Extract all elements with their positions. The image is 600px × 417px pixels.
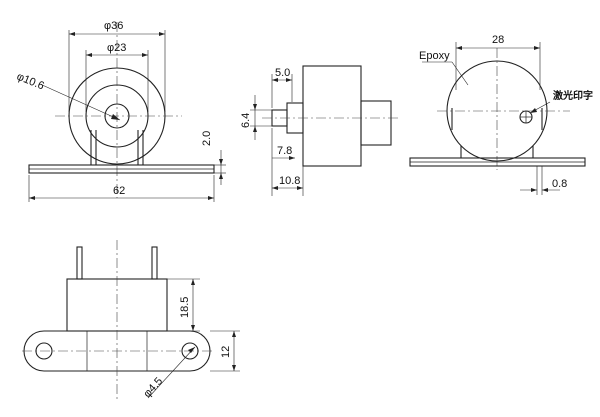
dim-body-offset: 7.8 — [277, 145, 292, 157]
dim-flange-width: 62 — [113, 185, 125, 197]
dim-flange-gap: 0.8 — [552, 178, 567, 190]
dim-flange-thickness: 2.0 — [201, 131, 213, 146]
dim-body-depth: 10.8 — [279, 175, 300, 187]
dim-mount-hole: φ4.5 — [141, 375, 165, 400]
bottom-flange — [23, 330, 211, 372]
dim-terminal-length: 5.0 — [275, 67, 290, 79]
side-body — [302, 65, 362, 167]
front-view: φ36 φ23 φ10.6 2.0 62 — [15, 20, 226, 202]
dim-outer-diameter: φ36 — [104, 20, 123, 32]
side-bump — [360, 100, 392, 146]
bottom-terminal-right — [151, 246, 158, 280]
rear-view: 28 Epoxy 激光印字 0.8 — [409, 34, 593, 195]
bottom-view: 18.5 12 φ4.5 — [22, 240, 240, 400]
dim-hole-diameter: φ10.6 — [15, 71, 46, 93]
label-laser-mark: 激光印字 — [553, 89, 593, 102]
dim-terminal-height: 6.4 — [240, 113, 252, 128]
dim-body-diameter: 28 — [492, 34, 504, 46]
bottom-terminal-left — [76, 246, 83, 280]
dim-flange-height: 12 — [220, 346, 232, 358]
dim-inner-diameter: φ23 — [107, 42, 126, 54]
side-view: 5.0 6.4 7.8 10.8 — [240, 65, 400, 196]
bottom-body — [66, 278, 168, 332]
dim-body-height: 18.5 — [179, 297, 191, 318]
label-epoxy: Epoxy — [419, 50, 450, 62]
